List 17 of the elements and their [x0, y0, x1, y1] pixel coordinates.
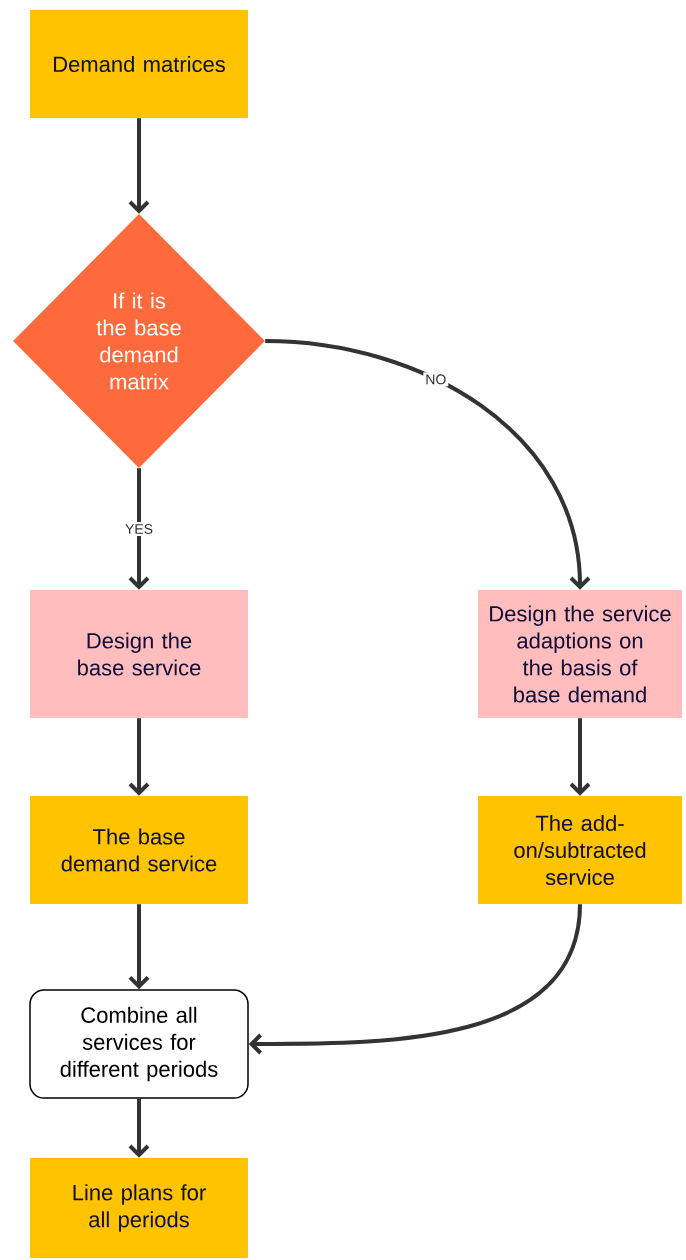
edge-label: NO: [423, 372, 449, 387]
process-box: Design the base service: [30, 590, 248, 718]
process-box: The add-on/subtracted service: [478, 796, 682, 904]
arrow: [248, 903, 582, 1055]
rounded-box: Combine all services for different periods: [29, 989, 249, 1099]
arrow: [128, 468, 150, 590]
edge-label: YES: [123, 522, 155, 536]
arrow: [128, 904, 150, 990]
process-box: Line plans for all periods: [30, 1158, 248, 1258]
arrow: [128, 118, 150, 214]
process-box: The base demand service: [30, 796, 248, 904]
arrow: [128, 718, 150, 796]
arrow: [569, 718, 591, 796]
arrow: [128, 1098, 150, 1158]
process-box: Design the service adaptions on the basis of base demand: [478, 590, 682, 718]
arrow: [265, 339, 591, 590]
process-box: Demand matrices: [30, 10, 248, 118]
